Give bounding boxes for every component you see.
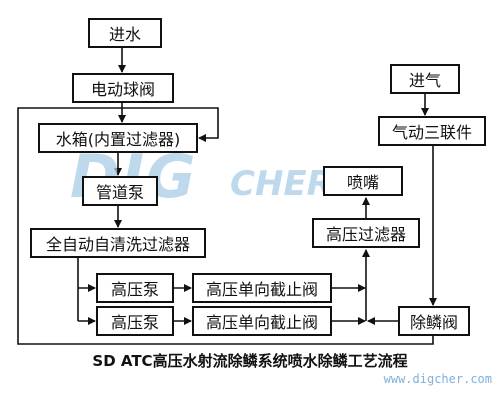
node-check-stop-valve-1: 高压单向截止阀 (192, 273, 332, 303)
node-label: 高压过滤器 (325, 225, 406, 244)
node-label: 高压单向截止阀 (205, 280, 318, 299)
node-air-inlet: 进气 (390, 64, 460, 94)
node-label: 电动球阀 (90, 80, 155, 99)
node-descaling-valve: 除鳞阀 (398, 306, 470, 336)
node-label: 全自动自清洗过滤器 (45, 235, 190, 254)
node-pneumatic-triplet: 气动三联件 (378, 116, 486, 146)
node-self-cleaning-filter: 全自动自清洗过滤器 (30, 228, 206, 258)
node-label: 水箱(内置过滤器) (55, 130, 181, 149)
node-high-pressure-filter: 高压过滤器 (312, 218, 420, 248)
node-nozzle: 喷嘴 (323, 166, 403, 196)
node-high-pressure-pump-1: 高压泵 (96, 273, 174, 303)
node-label: 喷嘴 (346, 173, 379, 192)
node-high-pressure-pump-2: 高压泵 (96, 306, 174, 336)
node-label: 高压泵 (110, 313, 159, 332)
node-pipeline-pump: 管道泵 (82, 176, 158, 206)
watermark-url: www.digcher.com (383, 372, 492, 386)
return-loop (17, 107, 434, 345)
node-label: 管道泵 (95, 183, 144, 202)
node-label: 除鳞阀 (409, 313, 458, 332)
node-check-stop-valve-2: 高压单向截止阀 (192, 306, 332, 336)
node-water-inflow: 进水 (88, 18, 162, 48)
node-water-tank: 水箱(内置过滤器) (38, 123, 198, 153)
node-label: 高压单向截止阀 (205, 313, 318, 332)
node-label: 气动三联件 (391, 123, 472, 142)
node-electric-ball-valve: 电动球阀 (72, 73, 174, 103)
diagram-caption: SD ATC高压水射流除鳞系统喷水除鳞工艺流程 (92, 352, 408, 370)
node-label: 高压泵 (110, 280, 159, 299)
node-label: 进气 (408, 71, 441, 90)
node-label: 进水 (108, 25, 141, 44)
